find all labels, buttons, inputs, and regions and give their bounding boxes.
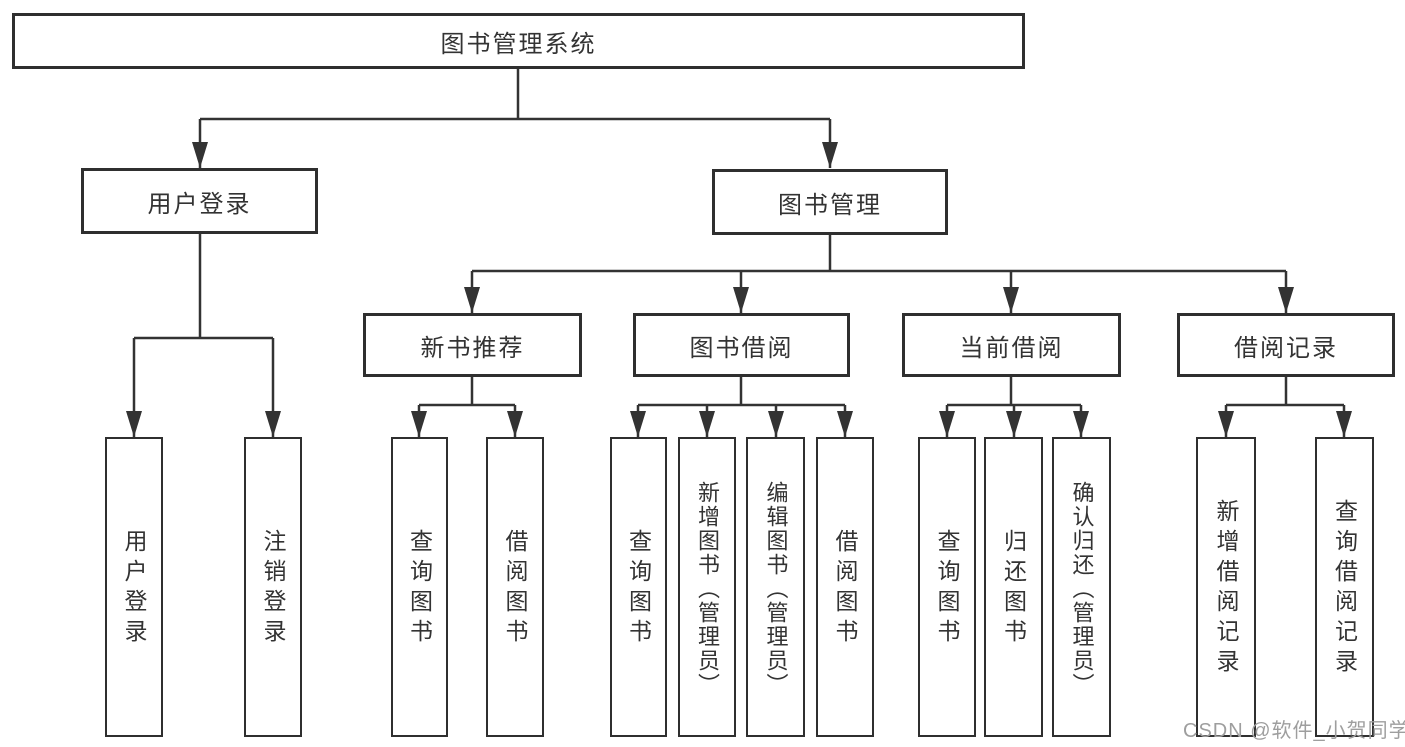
node-leaf-borrow-book-recommend: 借阅图书 <box>486 437 544 737</box>
node-leaf-confirm-return-admin: 确认归还（管理员） <box>1052 437 1111 737</box>
node-current-borrow: 当前借阅 <box>902 313 1121 377</box>
node-book-management-group: 图书管理 <box>712 169 948 235</box>
node-leaf-add-borrow-record: 新增借阅记录 <box>1196 437 1256 737</box>
node-new-book-recommend: 新书推荐 <box>363 313 582 377</box>
node-leaf-query-borrow-record: 查询借阅记录 <box>1315 437 1374 737</box>
node-leaf-logout: 注销登录 <box>244 437 302 737</box>
node-leaf-edit-book-admin: 编辑图书（管理员） <box>746 437 805 737</box>
node-leaf-add-book-admin: 新增图书（管理员） <box>678 437 736 737</box>
node-leaf-query-book-current: 查询图书 <box>918 437 976 737</box>
node-leaf-return-book: 归还图书 <box>984 437 1043 737</box>
node-leaf-user-login: 用户登录 <box>105 437 163 737</box>
node-leaf-borrow-book: 借阅图书 <box>816 437 874 737</box>
csdn-watermark: CSDN @软件_小贺同学 <box>1183 720 1405 742</box>
node-leaf-query-book-borrow: 查询图书 <box>610 437 667 737</box>
node-borrow-records: 借阅记录 <box>1177 313 1395 377</box>
node-book-borrow: 图书借阅 <box>633 313 850 377</box>
node-leaf-query-book-recommend: 查询图书 <box>391 437 448 737</box>
node-user-login-group: 用户登录 <box>81 168 318 234</box>
node-library-system: 图书管理系统 <box>12 13 1025 69</box>
